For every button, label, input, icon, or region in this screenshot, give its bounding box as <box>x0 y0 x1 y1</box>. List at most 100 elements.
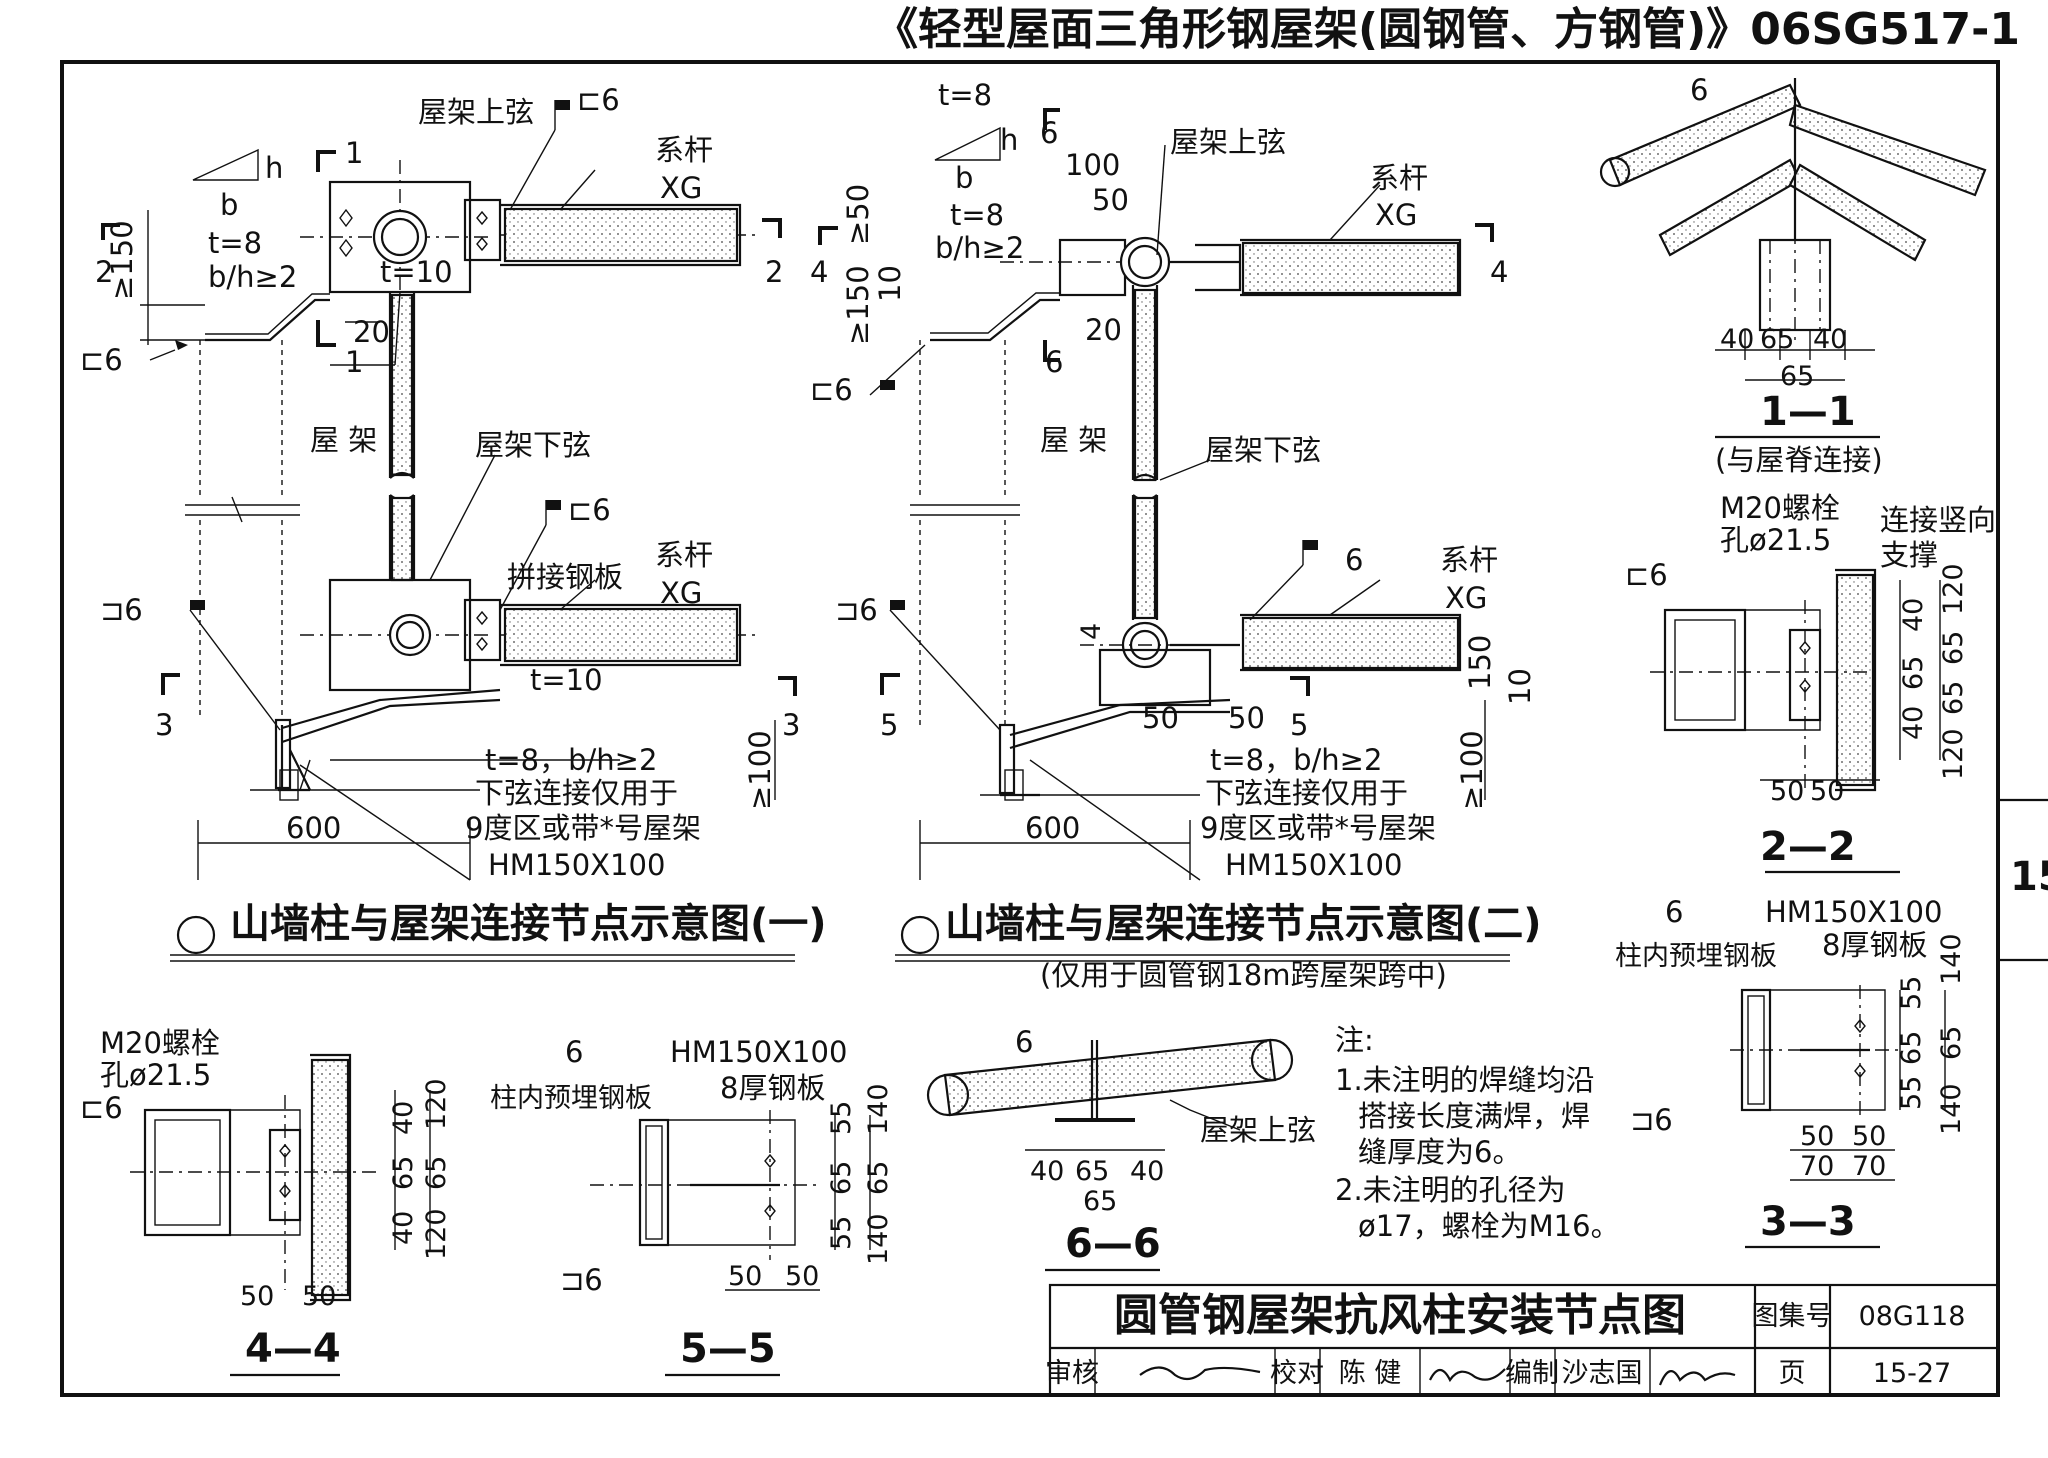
sec11-dim-3: 40 <box>1813 324 1847 355</box>
sec33-v5: 65 <box>1936 1026 1967 1060</box>
checker-name: 陈 健 <box>1339 1358 1402 1389</box>
fig1-t8: t=8 <box>208 226 262 260</box>
fig2-sec6b: 6 <box>1045 345 1063 379</box>
fig1-note-a: t=8，b/h≥2 <box>485 743 657 777</box>
drawing-title: 圆管钢屋架抗风柱安装节点图 <box>1114 1290 1686 1341</box>
sec33-v2: 65 <box>1896 1031 1927 1065</box>
sec22-brace-b: 支撑 <box>1880 538 1938 572</box>
fig2-d10: 10 <box>873 265 907 302</box>
fig1-ge150: ≥150 <box>105 220 139 300</box>
sec22-v3: 40 <box>1898 706 1929 740</box>
sec11-title: 1—1 <box>1760 389 1856 435</box>
fig2-ge100: ≥100 <box>1455 730 1489 810</box>
fig2-d50: 50 <box>1092 183 1129 217</box>
sec22-v6: 65 <box>1938 681 1969 715</box>
sec55-h1: 50 <box>728 1261 762 1292</box>
fig1-t10a: t=10 <box>380 255 453 289</box>
fig2-d20: 20 <box>1085 313 1122 347</box>
fig1-section: HM150X100 <box>488 848 665 882</box>
figure-1: h b <box>80 83 827 962</box>
sec66-weld: 6 <box>1015 1025 1033 1059</box>
drawing-frame <box>60 60 2000 1397</box>
fig2-note-a: t=8，b/h≥2 <box>1210 743 1382 777</box>
sec55-h2: 50 <box>785 1261 819 1292</box>
sec44-weld: ⊏6 <box>80 1091 123 1125</box>
atlas-no: 08G118 <box>1859 1301 1966 1332</box>
figure-2: h b <box>810 78 1542 992</box>
fig1-sec2b: 2 <box>765 255 783 289</box>
fig1-sec1: 1 <box>345 136 363 170</box>
sec33-title: 3—3 <box>1760 1199 1856 1245</box>
sec11-dim-1: 40 <box>1720 324 1754 355</box>
note-line-5: ø17，螺栓为M16。 <box>1358 1209 1620 1243</box>
page-label: 页 <box>1779 1358 1806 1389</box>
sec55-section: HM150X100 <box>670 1035 847 1069</box>
drawer-signature <box>1658 1370 1736 1386</box>
fig2-bottom-chord: 屋架下弦 <box>1205 433 1321 467</box>
page-no: 15-27 <box>1873 1358 1951 1389</box>
sec33-embed: 柱内预埋钢板 <box>1615 941 1777 972</box>
fig2-d150: 150 <box>1463 635 1497 690</box>
sec33-v3: 55 <box>1896 1076 1927 1110</box>
fig2-xg: XG <box>1375 198 1417 232</box>
sec44-v2: 65 <box>388 1156 419 1190</box>
section-6-6: 6 屋架上弦 40 65 40 65 6—6 <box>926 1025 1316 1272</box>
sec22-v4: 120 <box>1938 563 1969 615</box>
fig1-splice: 拼接钢板 <box>507 560 623 594</box>
fig2-sec6: 6 <box>1040 116 1058 150</box>
sec33-weld-a: 6 <box>1665 895 1683 929</box>
slope-h: h <box>265 151 283 185</box>
fig1-sec3b: 3 <box>782 708 800 742</box>
fig2-sec5: 5 <box>880 708 898 742</box>
fig2-sec5b: 5 <box>1290 708 1308 742</box>
sec44-title: 4—4 <box>245 1326 341 1372</box>
sec44-v1: 40 <box>388 1101 419 1135</box>
drawer-name: 沙志国 <box>1562 1358 1643 1389</box>
sec11-dim-2: 65 <box>1760 324 1794 355</box>
fig1-sec1b: 1 <box>345 345 363 379</box>
fig2-d50b: 50 <box>1142 701 1179 735</box>
sec33-weld-b: ⊐6 <box>1630 1103 1673 1137</box>
atlas-label: 图集号 <box>1752 1301 1833 1332</box>
fig2-tie-rod-2: 系杆 <box>1440 543 1498 577</box>
sec22-v2: 65 <box>1898 656 1929 690</box>
fig1-t10b: t=10 <box>530 663 603 697</box>
sec55-weld-a: 6 <box>565 1035 583 1069</box>
fig2-top-chord: 屋架上弦 <box>1170 125 1286 159</box>
sec33-h2: 50 <box>1852 1121 1886 1152</box>
fig2-note-c: 9度区或带*号屋架 <box>1200 811 1436 845</box>
fig1-ge100: ≥100 <box>743 730 777 810</box>
sec33-v4: 140 <box>1936 933 1967 985</box>
fig2-t8b: t=8 <box>950 198 1004 232</box>
notes: 注: 1.未注明的焊缝均沿 搭接长度满焊，焊 缝厚度为6。 2.未注明的孔径为 … <box>1335 1023 1620 1243</box>
sec55-title: 5—5 <box>680 1326 776 1372</box>
fig2-ge150: ≥150 <box>841 265 875 345</box>
sec33-h1: 50 <box>1800 1121 1834 1152</box>
fig1-tie-rod: 系杆 <box>655 133 713 167</box>
section-1-1: 6 40 65 40 65 1—1 (与屋脊连接) <box>1599 73 1987 477</box>
fig2-d10b: 10 <box>1503 668 1537 705</box>
sec66-label: 屋架上弦 <box>1200 1113 1316 1147</box>
side-tab-label: 15- <box>2010 854 2048 900</box>
fig1-truss: 屋 架 <box>310 423 377 457</box>
sec66-dim-3: 40 <box>1130 1156 1164 1187</box>
fig2-d4: 4 <box>1076 623 1107 640</box>
slope2-h: h <box>1000 123 1018 157</box>
fig2-tie-rod: 系杆 <box>1370 161 1428 195</box>
sec55-v2: 65 <box>826 1161 857 1195</box>
sec33-section: HM150X100 <box>1765 895 1942 929</box>
fig2-weld-c: 6 <box>1345 543 1363 577</box>
sec55-v4: 140 <box>863 1083 894 1135</box>
fig1-bh2: b/h≥2 <box>208 260 297 294</box>
fig1-weld-d: ⊐6 <box>100 593 143 627</box>
fig1-sec3: 3 <box>155 708 173 742</box>
sec22-v5: 65 <box>1938 631 1969 665</box>
review-label: 审核 <box>1045 1358 1099 1389</box>
sec22-brace-a: 连接竖向 <box>1880 503 1996 537</box>
note-line-4: 2.未注明的孔径为 <box>1335 1173 1566 1207</box>
sec33-v6: 140 <box>1936 1083 1967 1135</box>
side-tab: 15- <box>1996 798 2048 962</box>
fig2-weld-a: ⊏6 <box>810 373 853 407</box>
sec11-dim-4: 65 <box>1780 361 1814 392</box>
